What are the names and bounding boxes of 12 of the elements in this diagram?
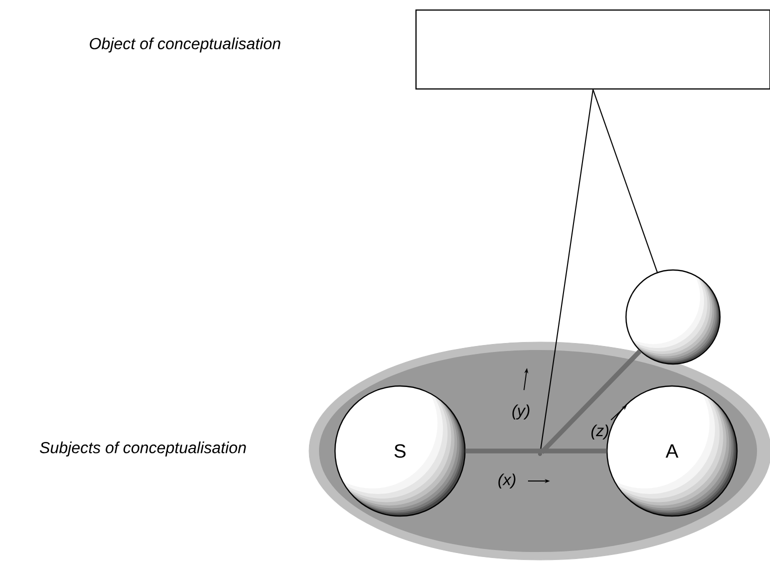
connector bbox=[465, 448, 607, 454]
side-label: Object of conceptualisation bbox=[90, 38, 280, 52]
connector bbox=[592, 89, 658, 273]
sphere: S bbox=[334, 385, 466, 517]
object-box bbox=[415, 9, 770, 90]
edge-label: (z) bbox=[591, 424, 608, 440]
edge-label: (x) bbox=[498, 474, 516, 488]
junction-point bbox=[538, 452, 542, 456]
sphere bbox=[625, 269, 721, 365]
side-label: Subjects of conceptualisation bbox=[40, 442, 246, 456]
connector bbox=[540, 349, 642, 454]
edge-label: (y) bbox=[512, 404, 530, 420]
